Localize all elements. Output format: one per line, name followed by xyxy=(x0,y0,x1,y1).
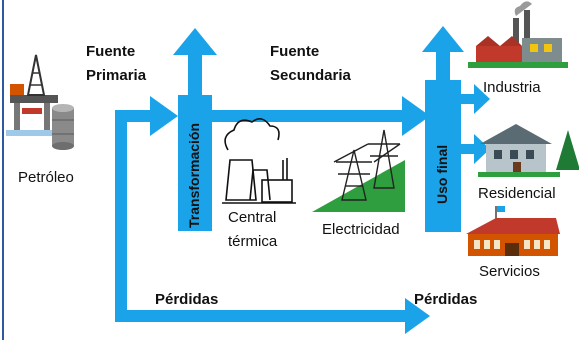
loss-vertical-bar xyxy=(115,110,127,322)
to-industria-bar xyxy=(461,94,479,104)
transformacion-label: Transformación xyxy=(186,123,202,228)
fuente-primaria-label-2: Primaria xyxy=(86,67,147,84)
factory-icon xyxy=(468,1,568,68)
loss-bottom-arrowhead xyxy=(405,298,430,334)
oil-rig-icon xyxy=(6,54,68,136)
use-up-arrowhead xyxy=(422,26,464,52)
central-label-1: Central xyxy=(228,209,276,226)
central-label-2: térmica xyxy=(228,233,278,250)
industria-label: Industria xyxy=(483,79,541,96)
secondary-flow-arrowhead xyxy=(402,96,430,136)
loss-bottom-bar xyxy=(115,310,415,322)
uso-final-label: Uso final xyxy=(434,145,450,204)
use-up-bar xyxy=(436,50,450,82)
flow-arrows xyxy=(115,26,490,334)
oil-barrel-icon xyxy=(52,104,74,150)
perdidas-label-1: Pérdidas xyxy=(155,291,218,308)
fuente-primaria-label-1: Fuente xyxy=(86,43,135,60)
fuente-secundaria-label-1: Fuente xyxy=(270,43,319,60)
residencial-label: Residencial xyxy=(478,185,556,202)
to-residencial-arrowhead xyxy=(474,134,490,164)
transform-up-bar xyxy=(188,52,202,97)
power-tower-icon xyxy=(312,129,405,212)
primary-flow-arrowhead xyxy=(150,96,178,136)
perdidas-label-2: Pérdidas xyxy=(414,291,477,308)
transform-up-arrowhead xyxy=(173,28,217,55)
petroleo-label: Petróleo xyxy=(18,169,74,186)
transformacion-box xyxy=(178,95,212,231)
service-building-icon xyxy=(466,206,560,256)
electricidad-label: Electricidad xyxy=(322,221,400,238)
house-icon xyxy=(478,124,579,177)
to-industria-arrowhead xyxy=(474,84,490,114)
uso-final-box xyxy=(425,80,461,232)
to-residencial-bar xyxy=(461,144,479,154)
servicios-label: Servicios xyxy=(479,263,540,280)
power-plant-icon xyxy=(222,118,296,204)
fuente-secundaria-label-2: Secundaria xyxy=(270,67,352,84)
